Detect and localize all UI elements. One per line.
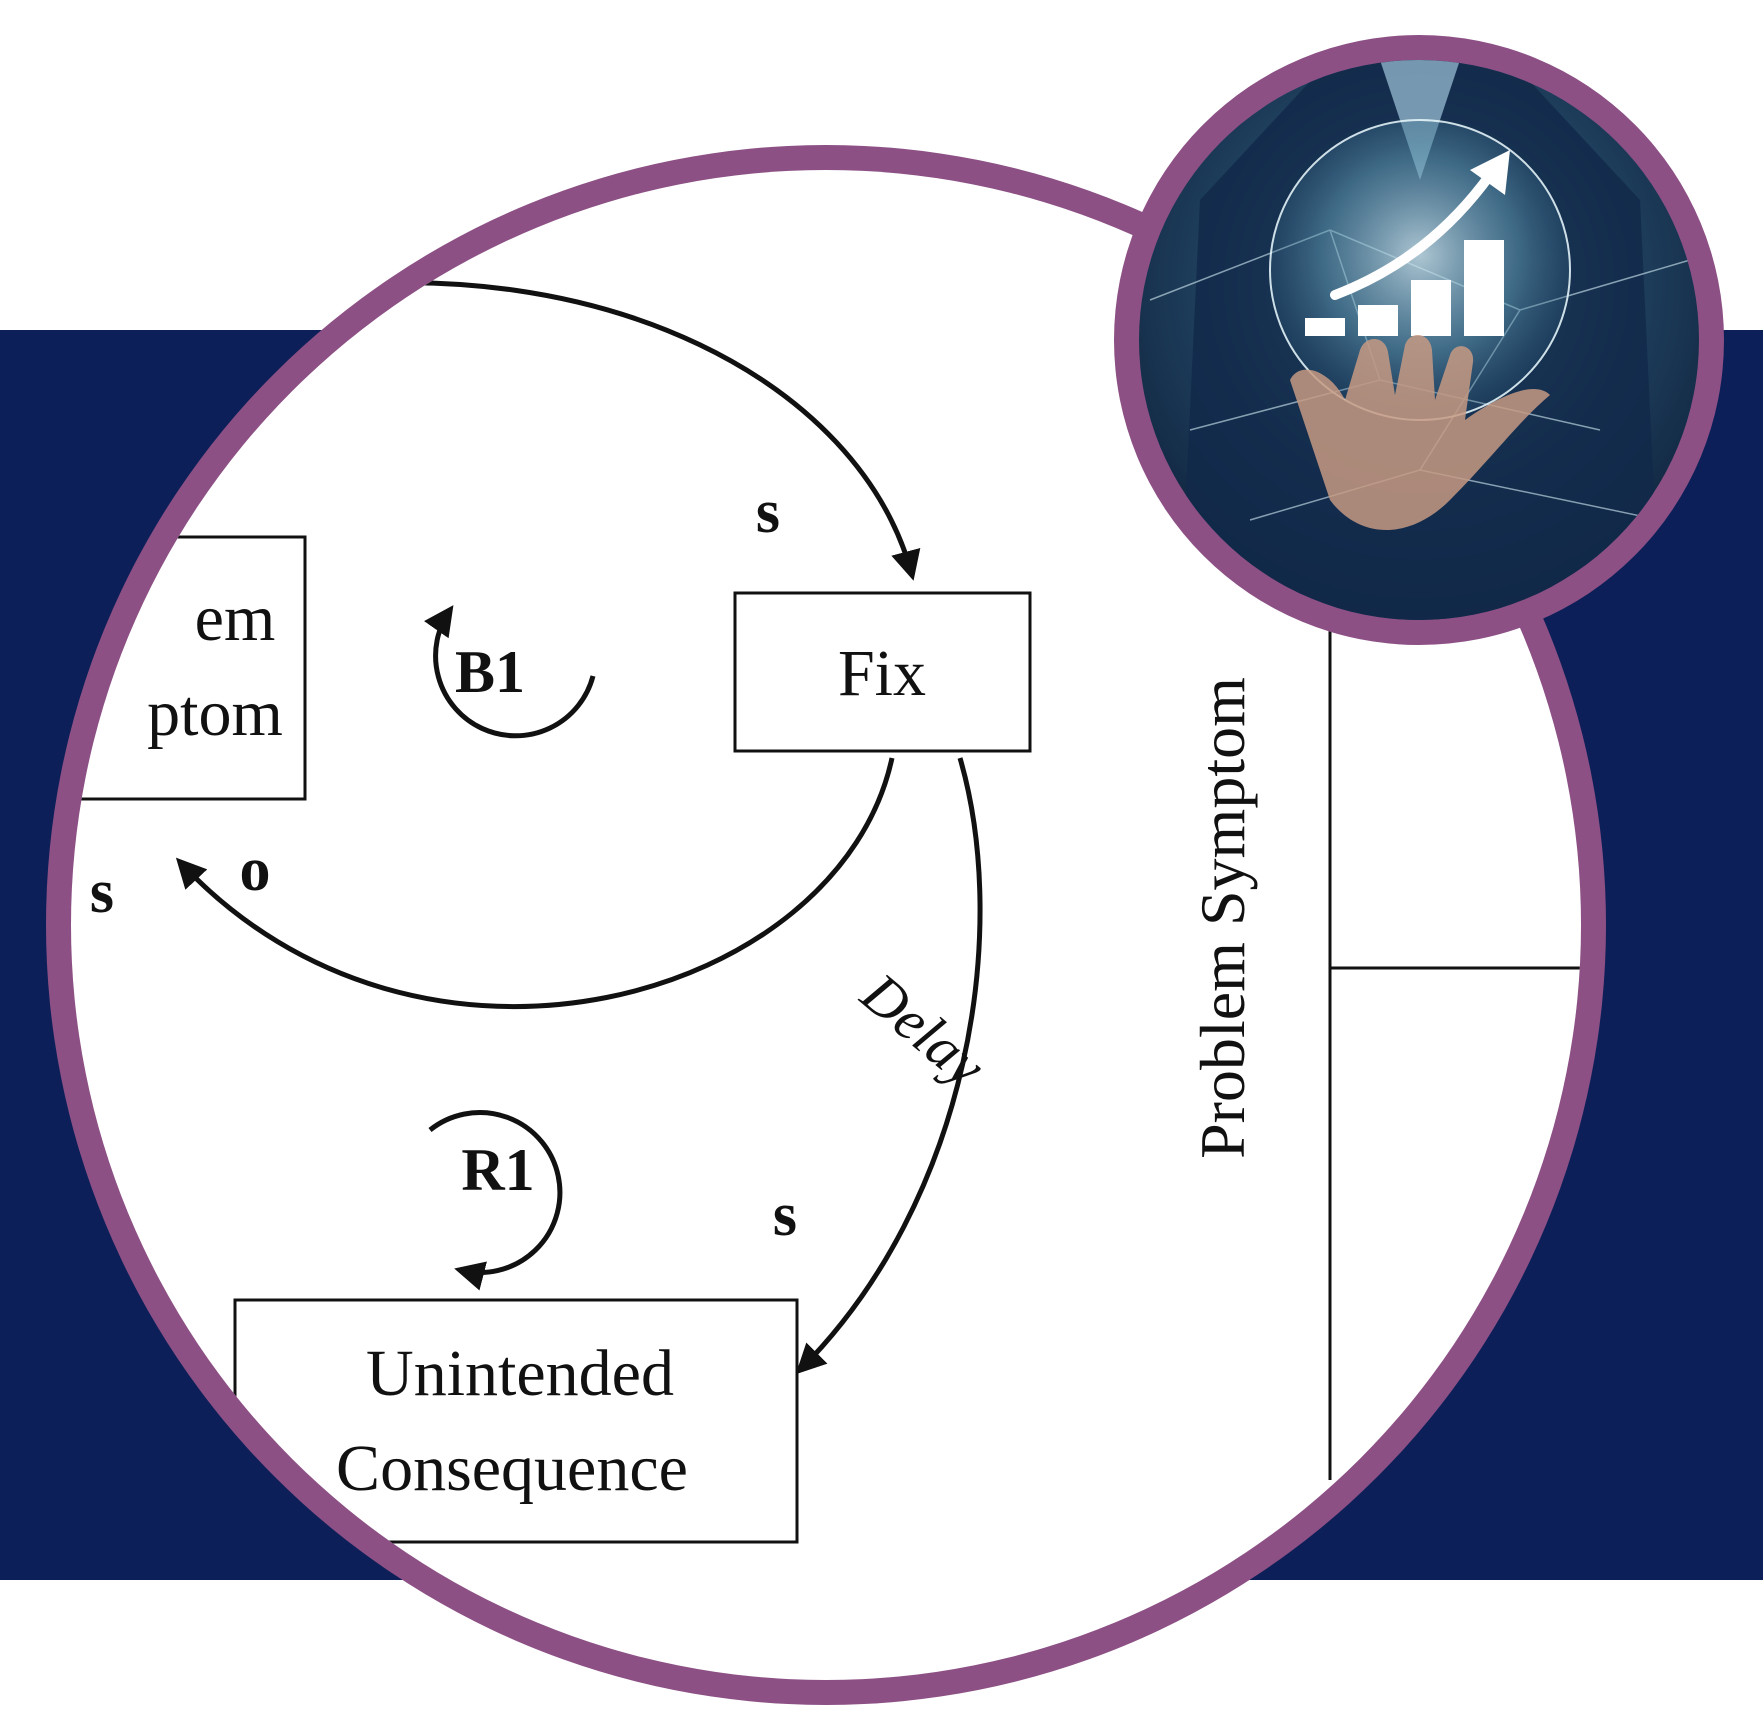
unintended-line1: Unintended: [366, 1337, 674, 1410]
badge-growth-arrow: [1330, 170, 1495, 300]
problem-symptom-line1: em: [195, 582, 276, 655]
arrow-fix-to-problem: [175, 757, 895, 1010]
loop-r1-arc: [428, 1110, 563, 1291]
loop-b1-arc: [423, 605, 596, 739]
business-growth-icon: [1114, 35, 1724, 645]
polarity-problem-in: o: [240, 836, 271, 904]
badge-bar-1: [1305, 318, 1345, 336]
problem-symptom-line2: ptom: [147, 677, 283, 750]
badge-hand: [1290, 334, 1550, 530]
arrow-fix-to-unintended: [795, 757, 983, 1375]
fix-label: Fix: [838, 637, 926, 710]
badge-bar-3: [1411, 280, 1451, 336]
diagram-text-group: em ptom Fix Unintended Consequence B1 R1…: [90, 478, 1258, 1505]
polarity-unintended-in: s: [773, 1181, 797, 1249]
badge-growth-arrowhead: [1470, 150, 1510, 195]
polarity-problem-left: s: [90, 858, 114, 926]
loop-r1-label: R1: [461, 1137, 534, 1203]
loop-b1-label: B1: [455, 639, 525, 705]
side-axis-label: Problem Symptom: [1187, 677, 1258, 1159]
badge-bar-4: [1464, 240, 1504, 336]
polarity-fix-in: s: [756, 478, 780, 546]
badge-bar-2: [1358, 305, 1398, 336]
problem-symptom-box: [71, 535, 307, 801]
fix-box: [733, 591, 1032, 753]
unintended-line2: Consequence: [336, 1432, 688, 1505]
